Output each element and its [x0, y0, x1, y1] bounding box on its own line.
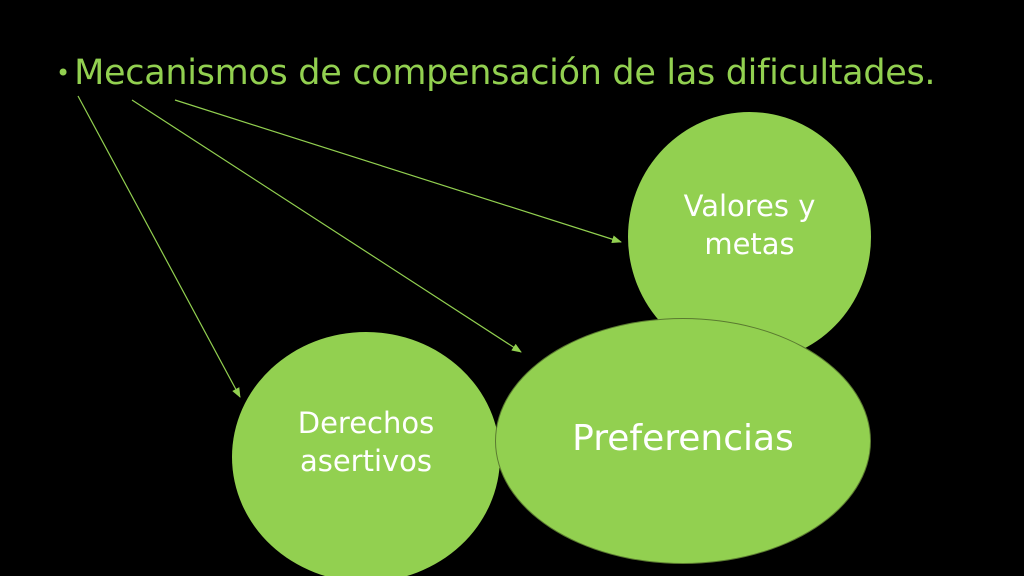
- arrow-to-derechos: [77, 95, 241, 398]
- heading-text: Mecanismos de compensación de las dificu…: [74, 53, 936, 93]
- node-valores-line1: Valores y: [683, 189, 816, 224]
- node-derechos-asertivos: Derechos asertivos: [232, 332, 500, 576]
- node-preferencias-label: Preferencias: [572, 417, 794, 459]
- bullet-heading: • Mecanismos de compensación de las difi…: [56, 52, 936, 94]
- node-preferencias: Preferencias: [495, 318, 871, 564]
- arrow-to-preferencias: [131, 99, 522, 353]
- node-derechos-line2: asertivos: [299, 444, 433, 478]
- bullet-icon: •: [56, 59, 71, 87]
- node-derechos-line1: Derechos: [297, 406, 435, 441]
- arrow-to-valores: [174, 99, 622, 244]
- node-valores-line2: metas: [704, 227, 795, 261]
